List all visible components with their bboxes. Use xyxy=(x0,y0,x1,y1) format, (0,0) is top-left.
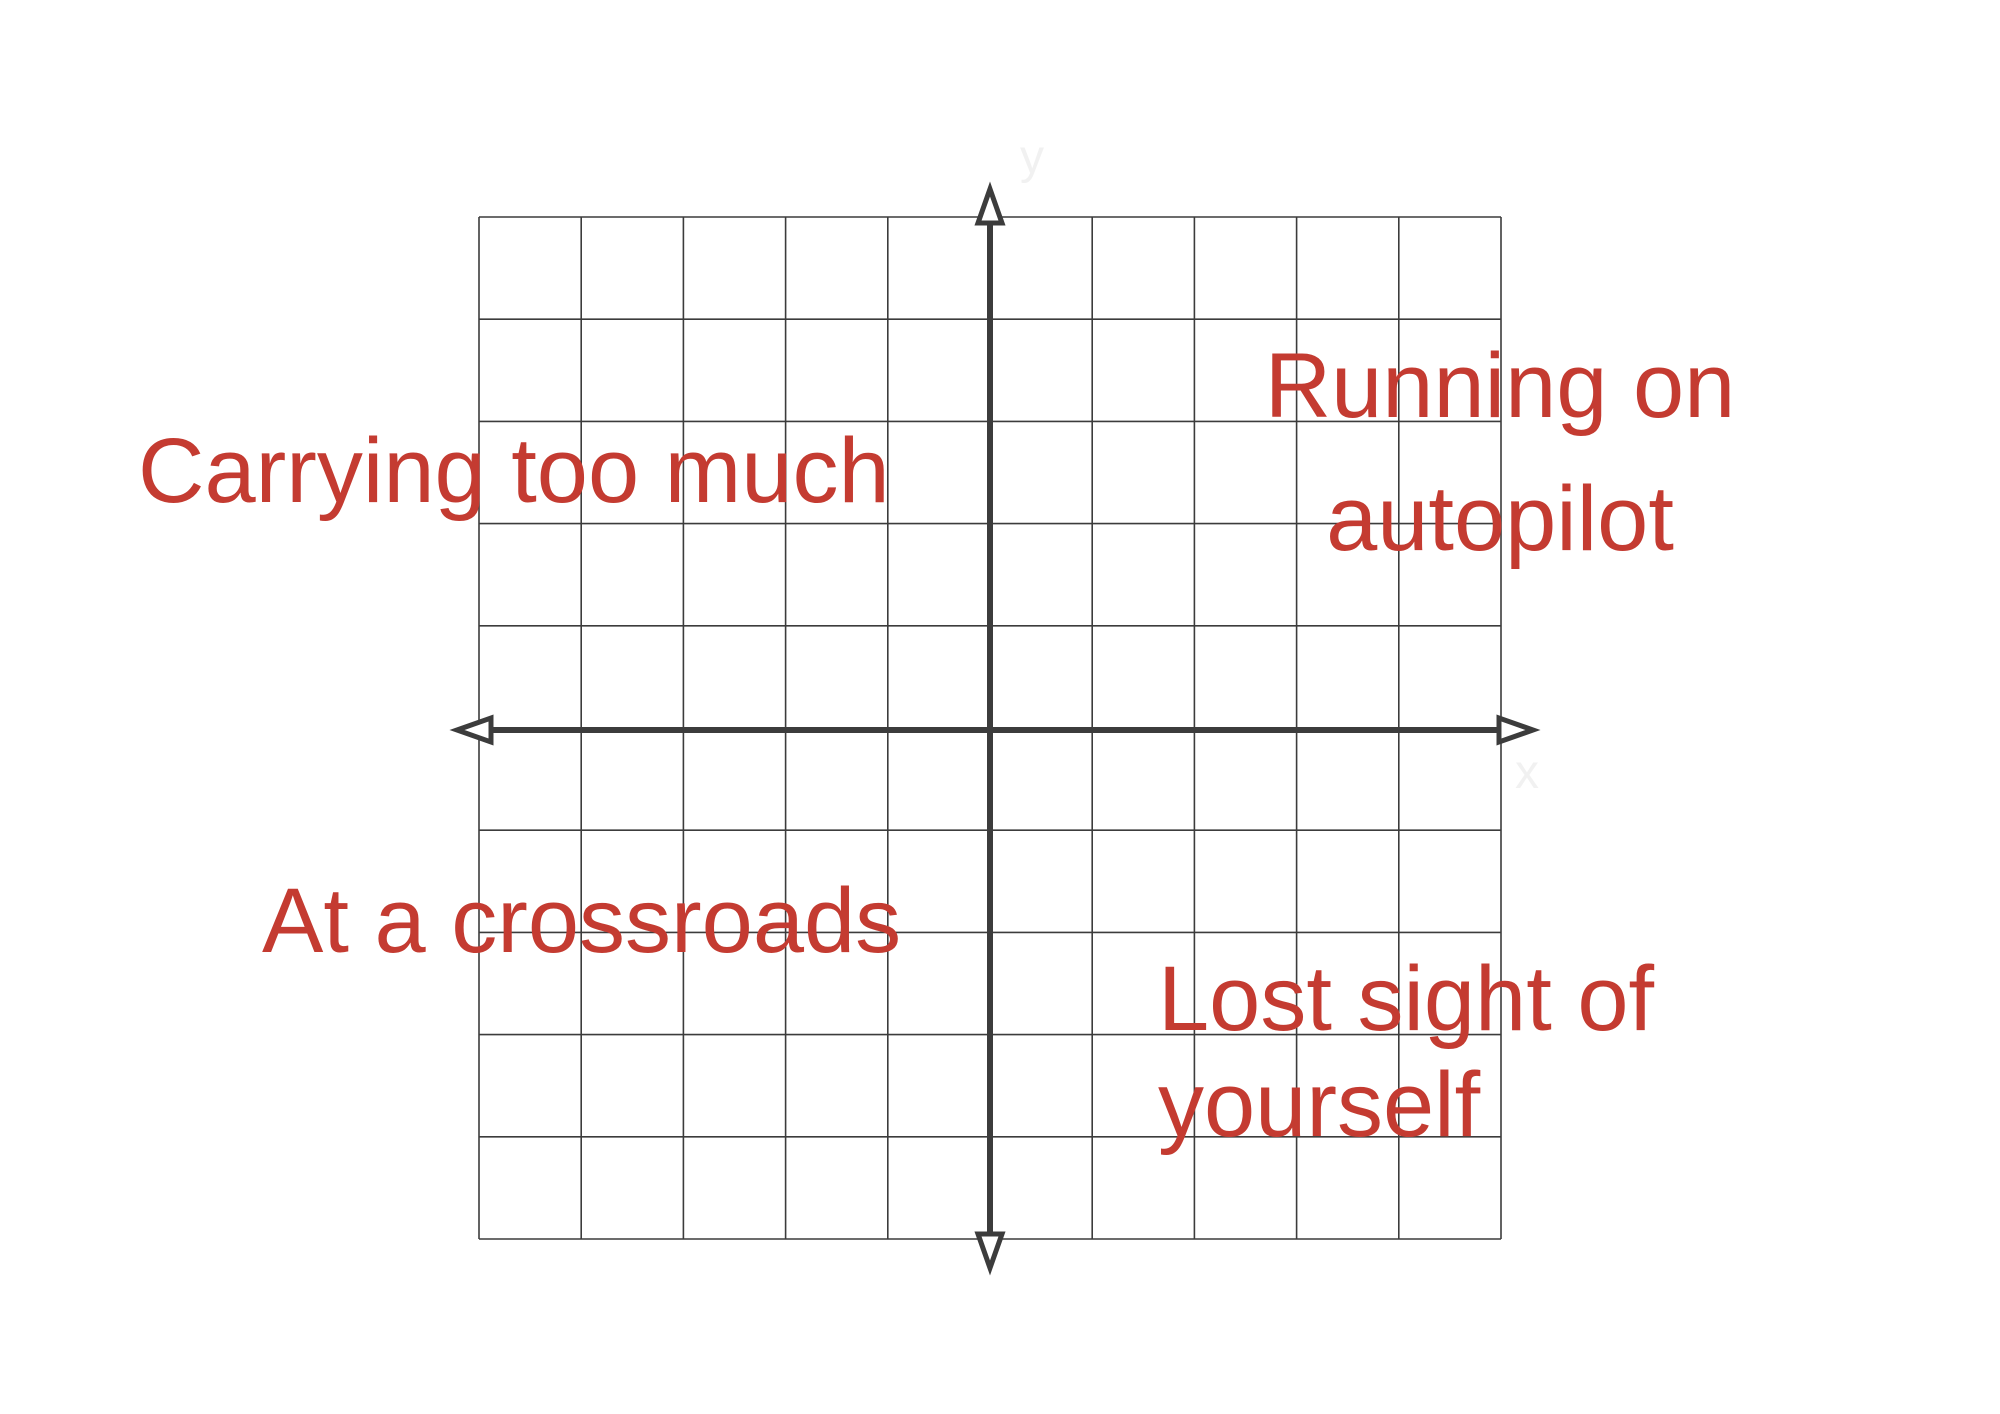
quadrant-bottom-right-line-2: yourself xyxy=(1158,1053,1481,1156)
quadrant-bottom-right-line-1: Lost sight of xyxy=(1158,948,1655,1050)
quadrant-top-left-label: Carrying too much xyxy=(138,420,890,522)
y-axis-arrow-bottom-icon xyxy=(974,1231,1006,1276)
x-axis-arrow-left-icon xyxy=(449,714,494,746)
quadrant-top-right-line-2: autopilot xyxy=(1326,468,1674,571)
quadrant-bottom-right-label: Lost sight of yourself xyxy=(1158,947,1654,1159)
quadrant-bottom-left-label: At a crossroads xyxy=(262,870,902,972)
axes xyxy=(449,181,1541,1276)
quadrant-top-right-line-1: Running on xyxy=(1264,335,1736,437)
y-axis-arrow-top-icon xyxy=(974,181,1006,226)
x-axis-arrow-right-icon xyxy=(1496,714,1541,746)
x-axis-letter: x xyxy=(1515,746,1539,799)
y-axis-letter: y xyxy=(1020,131,1044,184)
quadrant-top-right-label: Running on autopilot xyxy=(1240,320,1760,587)
